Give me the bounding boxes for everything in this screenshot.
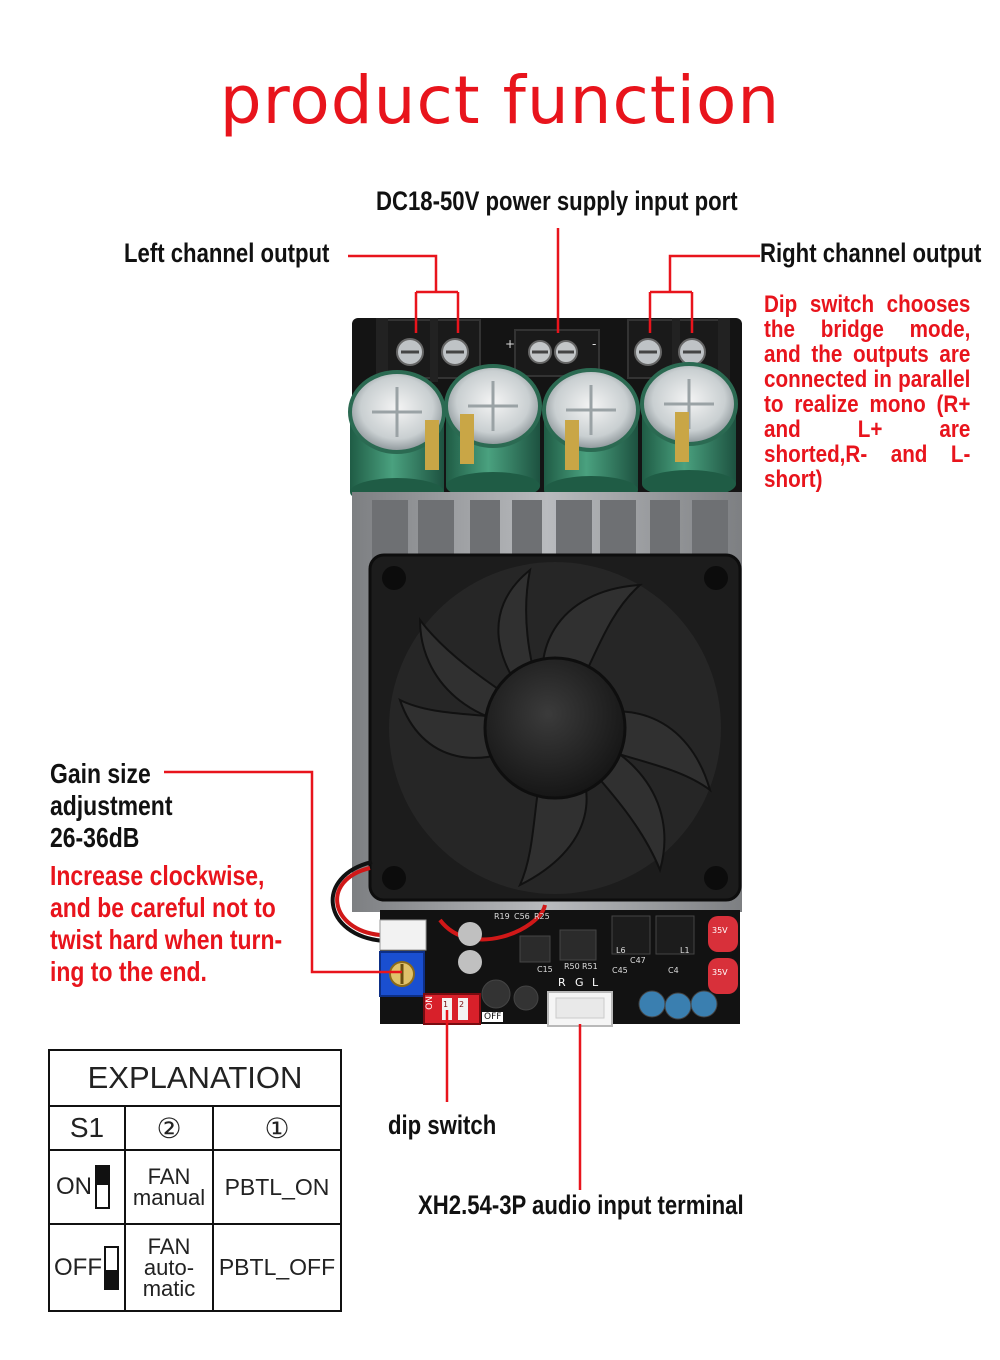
row-on-col2-line1: FAN [147,1164,191,1189]
table-title: EXPLANATION [87,1060,303,1095]
capacitor-4 [640,362,738,498]
pin-label-g: G [575,976,584,989]
row-on-col2: FAN manual [126,1151,212,1223]
row-on-label: ON [56,1173,92,1200]
pin-label-r: R [558,976,566,989]
row-on-col2-line2: manual [132,1185,206,1210]
row-off-col1: PBTL_OFF [218,1254,336,1280]
gain-line-3: 26-36dB [50,822,140,853]
silk-l6: L6 [616,946,626,955]
bridge-mode-note: Dip switch chooses the bridge mode, and … [764,291,971,493]
table-header-1: ① [264,1112,290,1144]
gain-warning-line-3: twist hard when turn- [50,924,283,955]
dip-num-2: 2 [459,1000,465,1009]
capacitor-1 [348,370,446,506]
dip-on-mark: ON [425,996,435,1010]
silk-r19: R19 [494,912,510,921]
row-off-col2: FAN auto- matic [126,1225,212,1310]
silk-r25: R25 [534,912,550,921]
explanation-table: EXPLANATION S1 ② ① ON FAN manual PBTL_ON… [48,1049,342,1312]
fan-cable [330,860,547,943]
audio-input-connector [547,991,613,1027]
silk-r50: R50 [564,962,580,971]
fan-connector [379,919,427,951]
silk-c15: C15 [537,965,553,974]
row-off-col2-line1: FAN [147,1234,191,1259]
row-on-state: ON [50,1151,124,1223]
gain-potentiometer [379,951,425,997]
silk-c4: C4 [668,966,679,975]
audio-input-label: XH2.54-3P audio input terminal [418,1190,744,1220]
svg-text:-: - [592,337,596,351]
silk-c56: C56 [514,912,530,921]
pin-label-l: L [592,976,599,989]
row-off-state: OFF [50,1225,124,1310]
switch-off-icon [104,1245,119,1290]
heatsink-fins [372,500,728,560]
table-header-s1: S1 [69,1112,105,1143]
table-header-2: ② [156,1112,182,1144]
row-off-col2-line3: matic [142,1276,196,1301]
gain-line-2: adjustment [50,790,173,821]
svg-text:+: + [505,337,515,351]
row-off-col2-line2: auto- [143,1255,195,1280]
switch-on-icon [95,1165,110,1209]
page-title: product function [219,62,781,139]
cap-label-2: 35V [712,968,728,977]
capacitor-3 [542,368,640,504]
cooling-fan [368,553,742,902]
gain-label: Gain size adjustment 26-36dB [50,758,172,854]
dip-switch-component [423,993,481,1025]
dip-off-mark: OFF [482,1012,504,1022]
dip-switch-label: dip switch [388,1110,497,1140]
dip-num-1: 1 [443,1000,449,1009]
silk-l1: L1 [680,946,690,955]
capacitor-2 [444,364,542,500]
gain-warning-line-1: Increase clockwise, [50,860,265,891]
red-capacitors [458,916,738,994]
left-output-terminal [376,318,481,382]
silk-c47: C47 [630,956,646,965]
silk-r51: R51 [582,962,598,971]
right-channel-label: Right channel output [760,238,982,268]
power-input-label: DC18-50V power supply input port [376,186,738,216]
gain-warning-line-4: ing to the end. [50,956,207,987]
small-components [481,915,718,1020]
row-off-label: OFF [54,1253,102,1281]
left-channel-label: Left channel output [124,238,330,268]
gain-warning: Increase clockwise, and be careful not t… [50,860,282,988]
leader-lines [164,228,760,1190]
gain-warning-line-2: and be careful not to [50,892,276,923]
silk-c45: C45 [612,966,628,975]
row-on-col1: PBTL_ON [224,1173,330,1200]
gain-line-1: Gain size [50,758,151,789]
cap-label-1: 35V [712,926,728,935]
